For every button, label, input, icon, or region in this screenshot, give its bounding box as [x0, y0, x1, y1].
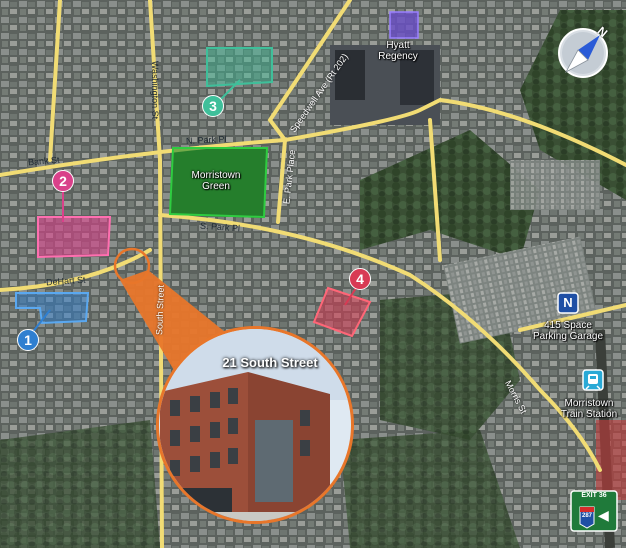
green-overlay — [168, 147, 269, 219]
hotel-overlay — [389, 11, 419, 39]
marker-2[interactable]: 2 — [52, 170, 74, 192]
station-label: Morristown Train Station — [552, 398, 626, 420]
street-south-label: South Street — [154, 284, 166, 336]
green-label-line1: Morristown — [191, 170, 241, 181]
green-label-line2: Green — [202, 181, 230, 192]
marker-1[interactable]: 1 — [17, 329, 39, 351]
green-label: Morristown Green — [188, 170, 244, 192]
marker-3[interactable]: 3 — [202, 95, 224, 117]
hyatt-label-line1: Hyatt — [386, 40, 410, 51]
left-arrow-icon: ◀ — [598, 507, 609, 523]
site-3-overlay — [206, 47, 273, 88]
nj-transit-icon: N — [563, 295, 573, 310]
hyatt-label: Hyatt Regency — [368, 40, 428, 62]
highway-exit-label: EXIT 36 — [581, 492, 607, 499]
street-npark-label: N. Park Pl — [185, 133, 227, 147]
callout-title: 21 South Street — [222, 355, 318, 370]
train-icon — [583, 370, 603, 390]
street-washington-label: Washington St — [150, 60, 161, 120]
station-label-line2: Train Station — [560, 409, 618, 420]
garage-label-line2: Parking Garage — [532, 331, 604, 342]
site-2-overlay — [37, 216, 112, 259]
garage-label-line1: 415 Space — [544, 320, 592, 331]
site-1-overlay — [15, 292, 90, 325]
interstate-shield-label: 287 — [581, 513, 592, 519]
marker-4[interactable]: 4 — [349, 268, 371, 290]
hyatt-label-line2: Regency — [378, 51, 418, 62]
garage-label: 415 Space Parking Garage — [530, 320, 606, 342]
site-4-overlay — [312, 286, 372, 338]
station-label-line1: Morristown — [564, 398, 614, 409]
